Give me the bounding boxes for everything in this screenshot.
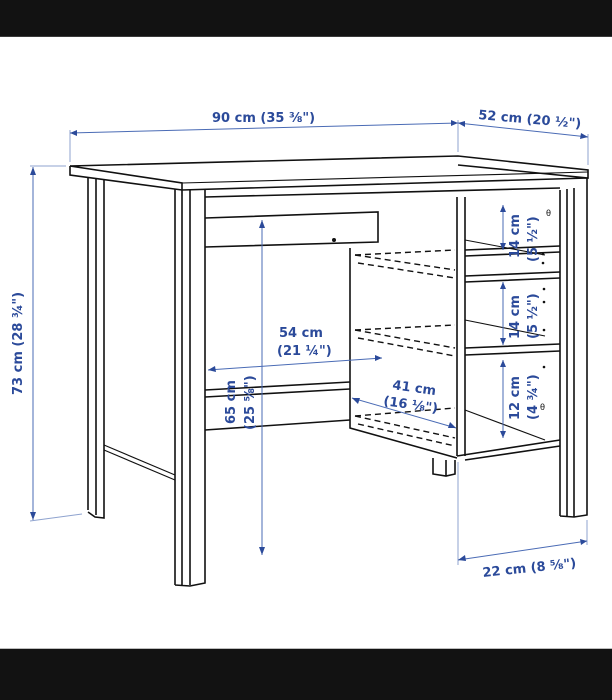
height-label: 73 cm (28 ¾") (11, 292, 26, 395)
legroom-width-cm-label: 54 cm (279, 326, 323, 341)
svg-text:θ: θ (546, 208, 551, 218)
dimension-annotations (29, 120, 589, 565)
svg-text:θ: θ (540, 402, 545, 412)
desk-dimension-diagram: θ θ (0, 37, 612, 648)
desk-drawing: θ θ (69, 155, 589, 587)
depth-label: 52 cm (20 ½") (478, 108, 582, 132)
shelf-depth-cm-label: 41 cm (391, 378, 437, 399)
bottom-letterbox-bar (0, 648, 612, 700)
legroom-width-in-label: (21 ¼") (277, 344, 332, 359)
shelf-bottom-in-label: (4 ¾") (526, 374, 541, 420)
shelf-width-label: 22 cm (8 ⅝") (482, 556, 577, 581)
shelf-top-cm-label: 14 cm (508, 214, 523, 258)
shelf-middle-cm-label: 14 cm (508, 295, 523, 339)
shelf-middle-in-label: (5 ½") (526, 293, 541, 339)
top-letterbox-bar (0, 0, 612, 37)
shelf-top-in-label: (5 ½") (526, 216, 541, 262)
legroom-height-cm-label: 65 cm (224, 380, 239, 424)
width-label: 90 cm (35 ⅜") (212, 111, 315, 126)
legroom-height-in-label: (25 ⅝") (243, 375, 258, 430)
shelf-bottom-cm-label: 12 cm (508, 376, 523, 420)
